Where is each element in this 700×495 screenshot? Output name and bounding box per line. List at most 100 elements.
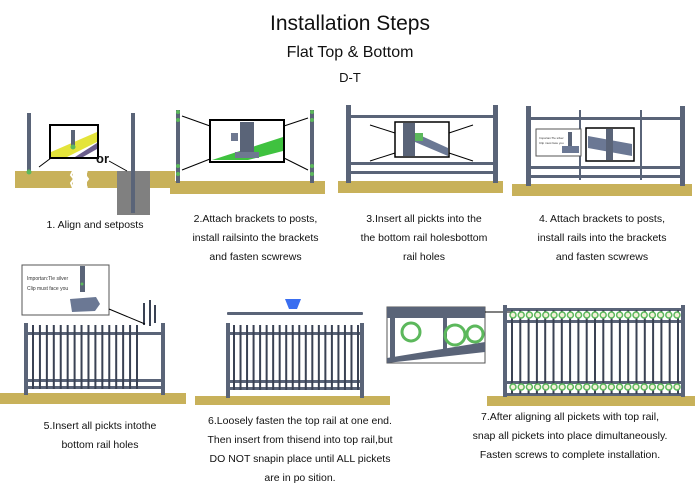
ground-slab [170, 181, 325, 194]
picket [350, 325, 353, 390]
down-arrow-icon [285, 299, 301, 309]
caption-line: 5.Insert all pickts intothe [43, 420, 157, 432]
mid-rail [348, 162, 496, 165]
step-2-caption: 2.Attach brackets to posts, install rail… [168, 210, 343, 267]
picket [330, 325, 333, 390]
caption-line: 2.Attach brackets to posts, [193, 213, 318, 225]
picket [585, 310, 588, 394]
picket [324, 325, 327, 390]
post-left [226, 323, 230, 398]
picket [278, 325, 281, 390]
picket [52, 325, 55, 389]
post-left [24, 323, 28, 395]
post-right [681, 305, 685, 397]
picket [357, 325, 359, 390]
picket [635, 310, 638, 394]
clip-ring [656, 383, 665, 391]
inset-note-line: Clip must face you [539, 141, 564, 145]
clip-ring [648, 311, 657, 319]
picket [252, 325, 255, 390]
clip-ring [509, 311, 517, 319]
bottom-rail [348, 171, 496, 174]
clip-ring [542, 383, 550, 391]
picket [652, 310, 655, 394]
ground-slab [512, 184, 692, 196]
clip-ring [525, 311, 534, 319]
picket [129, 325, 132, 389]
clip-ring [574, 311, 583, 319]
pickets [511, 310, 679, 394]
step-2-figure [168, 104, 328, 194]
picket [627, 310, 630, 394]
post-right [310, 110, 314, 183]
picket [602, 310, 605, 394]
picket [668, 310, 671, 394]
clip-ring [400, 321, 422, 343]
step-3-figure [338, 100, 503, 200]
clip-ring [665, 311, 673, 319]
step-3-caption: 3.Insert all pickts into the the bottom … [338, 210, 510, 267]
post-left [346, 105, 351, 183]
clip-ring [583, 383, 591, 391]
caption-line: 6.Loosely fasten the top rail at one end… [208, 415, 392, 427]
ground-slab [0, 393, 186, 404]
clip-ring [640, 383, 648, 391]
post-right [680, 106, 685, 186]
picket [32, 325, 34, 389]
pickets [32, 325, 138, 389]
picket [239, 325, 242, 390]
inset-note-line: Clip must face you [27, 286, 69, 292]
clip-ring [615, 311, 624, 319]
caption-line: 1. Align and setposts [46, 219, 144, 231]
clip-ring [624, 383, 632, 391]
picket [511, 310, 513, 394]
ground-slab [195, 396, 390, 405]
caption-line: rail holes [402, 251, 446, 263]
picket [80, 325, 83, 389]
page-title: Installation Steps [270, 12, 430, 35]
step-7-caption: 7.After aligning all pickets with top ra… [440, 408, 700, 465]
picket [87, 325, 90, 389]
picket [272, 325, 275, 390]
clip-ring [656, 311, 665, 319]
caption-line: 4. Attach brackets to posts, [538, 213, 666, 225]
clip-ring [599, 383, 607, 391]
picket [59, 325, 62, 389]
picket [136, 325, 138, 389]
picket [552, 310, 555, 394]
clip-ring [558, 311, 566, 319]
picket [343, 325, 346, 390]
caption-line: bottom rail holes [61, 439, 139, 451]
clip-ring [673, 311, 681, 319]
picket [291, 325, 294, 390]
step-5-caption: 5.Insert all pickts intothe bottom rail … [0, 417, 200, 455]
picket [560, 310, 563, 394]
picket [298, 325, 301, 390]
clip-ring [550, 311, 558, 319]
picket [285, 325, 288, 390]
clip-rings [509, 311, 681, 391]
picket [569, 310, 572, 394]
clip-ring [599, 311, 607, 319]
clip-ring [566, 383, 575, 391]
caption-line: are in po sition. [264, 472, 336, 484]
ground-slab [15, 171, 73, 188]
picket [337, 325, 340, 390]
clip-ring [574, 383, 583, 391]
step-4-caption: 4. Attach brackets to posts, install rai… [512, 210, 692, 267]
step-6-figure [195, 295, 390, 410]
clip-ring [665, 383, 673, 391]
caption-line: 7.After aligning all pickets with top ra… [480, 411, 659, 423]
clip-ring [632, 311, 640, 319]
post-right [161, 323, 165, 395]
clip-ring [509, 383, 517, 391]
picket [233, 325, 235, 390]
caption-line: Fasten screws to complete installation. [479, 449, 661, 461]
inset-note-line: Importan:Tle silver [27, 276, 69, 282]
inset-note-line: Importan:Tle silver [539, 136, 564, 140]
picket [45, 325, 48, 389]
picket [677, 310, 679, 394]
step-5-figure: Importan:Tle silver Clip must face you [0, 262, 190, 407]
clip-ring [465, 324, 485, 344]
post-right [131, 113, 135, 213]
